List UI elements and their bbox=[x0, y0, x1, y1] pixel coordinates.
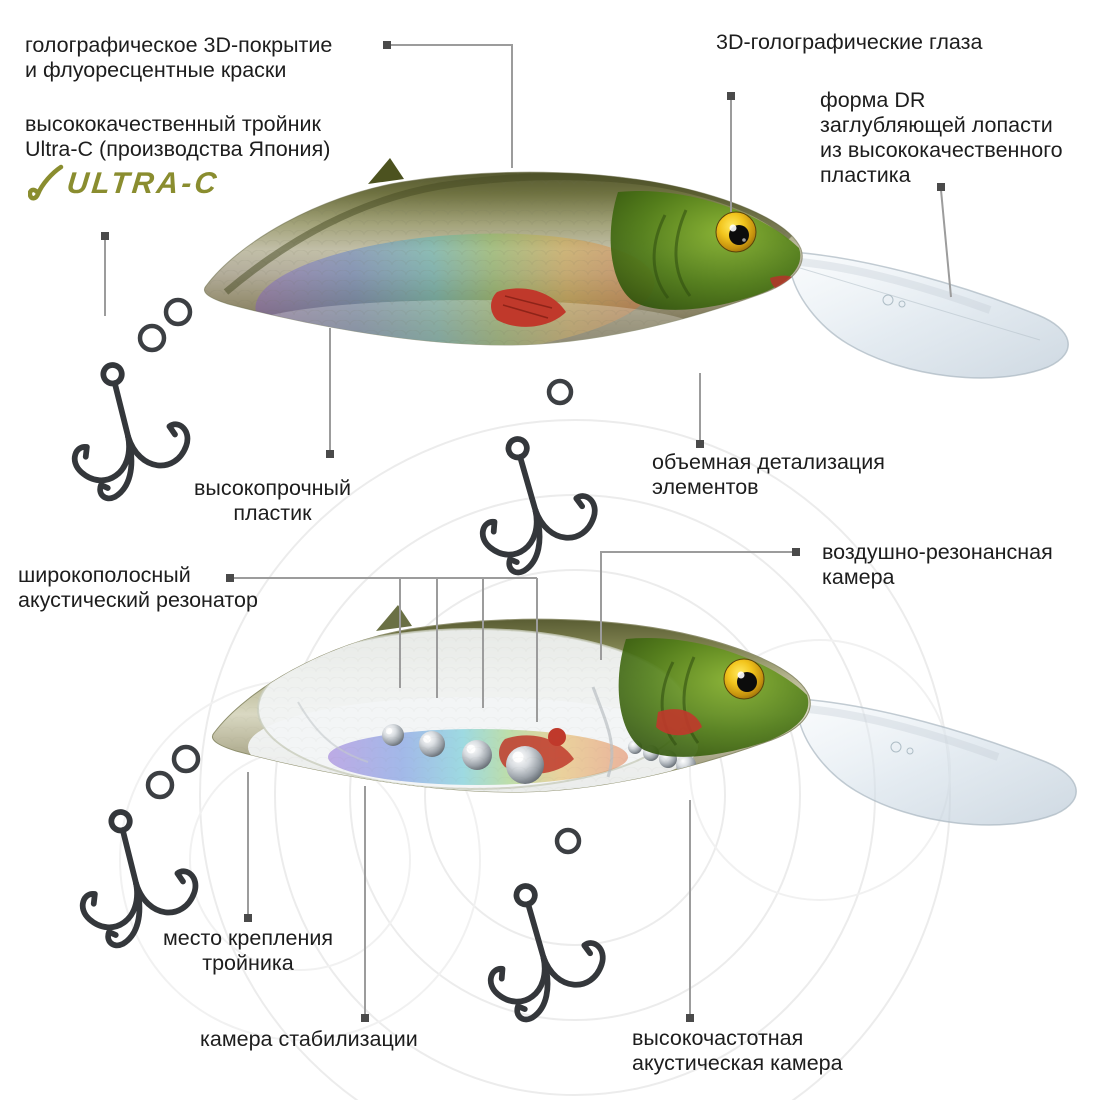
pectoral-fin bbox=[656, 709, 702, 736]
body-texture bbox=[204, 172, 803, 346]
ultra-c-logo-text: ULTRA-C bbox=[65, 167, 221, 200]
callout-holographic-coating bbox=[383, 41, 513, 168]
diving-lip bbox=[788, 251, 1069, 379]
lip-highlight bbox=[807, 705, 1000, 761]
label-hook-mount: место крепления тройника bbox=[162, 926, 334, 975]
lip-molding-mark bbox=[898, 300, 906, 308]
lip-highlight bbox=[799, 258, 992, 314]
hook-swoosh-icon bbox=[28, 164, 64, 201]
callout-hf-acoustic-chamber bbox=[686, 800, 694, 1022]
callout-lip-shape bbox=[937, 183, 952, 298]
callout-air-resonance-chamber bbox=[600, 548, 800, 660]
holographic-eye bbox=[723, 658, 765, 700]
label-air-resonance-chamber: воздушно-резонансная камера bbox=[822, 540, 1053, 589]
callout-hook-mount bbox=[244, 772, 252, 922]
label-hf-acoustic-chamber: высокочастотная акустическая камера bbox=[632, 1026, 843, 1075]
callout-acoustic-resonator bbox=[226, 574, 538, 722]
dorsal-fin bbox=[368, 158, 404, 184]
lip-molding-mark bbox=[882, 294, 894, 306]
lip-molding-mark bbox=[890, 741, 902, 753]
dorsal-fin bbox=[376, 605, 412, 631]
lip-molding-mark bbox=[906, 747, 914, 755]
label-holographic-eyes: 3D-голографические глаза bbox=[716, 30, 983, 54]
callout-durable-plastic bbox=[326, 328, 334, 458]
diving-lip bbox=[796, 698, 1077, 826]
label-lip-shape: форма DR заглубляющей лопасти из высокок… bbox=[820, 88, 1063, 187]
rear-treble-hook bbox=[468, 827, 614, 1026]
label-acoustic-resonator: широкополосный акустический резонатор bbox=[18, 563, 258, 612]
label-volume-detailing: объемная детализация элементов bbox=[652, 450, 885, 499]
label-premium-hook: высококачественный тройник Ultra-C (прои… bbox=[25, 112, 331, 161]
rear-treble-hook bbox=[460, 378, 606, 579]
callout-volume-detailing bbox=[696, 373, 704, 448]
fin-streaks bbox=[502, 295, 553, 319]
callout-premium-hook bbox=[101, 232, 109, 316]
lip-seam bbox=[799, 267, 1041, 341]
callout-stabilization-chamber bbox=[361, 786, 369, 1022]
lure-cutaway-view bbox=[62, 605, 1077, 1026]
label-stabilization-chamber: камера стабилизации bbox=[200, 1027, 418, 1051]
holographic-eye bbox=[715, 211, 757, 253]
label-holographic-coating: голографическое 3D-покрытие и флуоресцен… bbox=[25, 33, 333, 82]
ultra-c-logo: ULTRA-C bbox=[28, 164, 221, 204]
front-treble-hook bbox=[62, 744, 205, 952]
callout-holographic-eyes bbox=[727, 92, 735, 212]
callouts bbox=[101, 41, 952, 1022]
label-durable-plastic: высокопрочный пластик bbox=[193, 476, 352, 525]
front-treble-hook bbox=[54, 297, 197, 505]
internal-chambers bbox=[212, 619, 811, 793]
